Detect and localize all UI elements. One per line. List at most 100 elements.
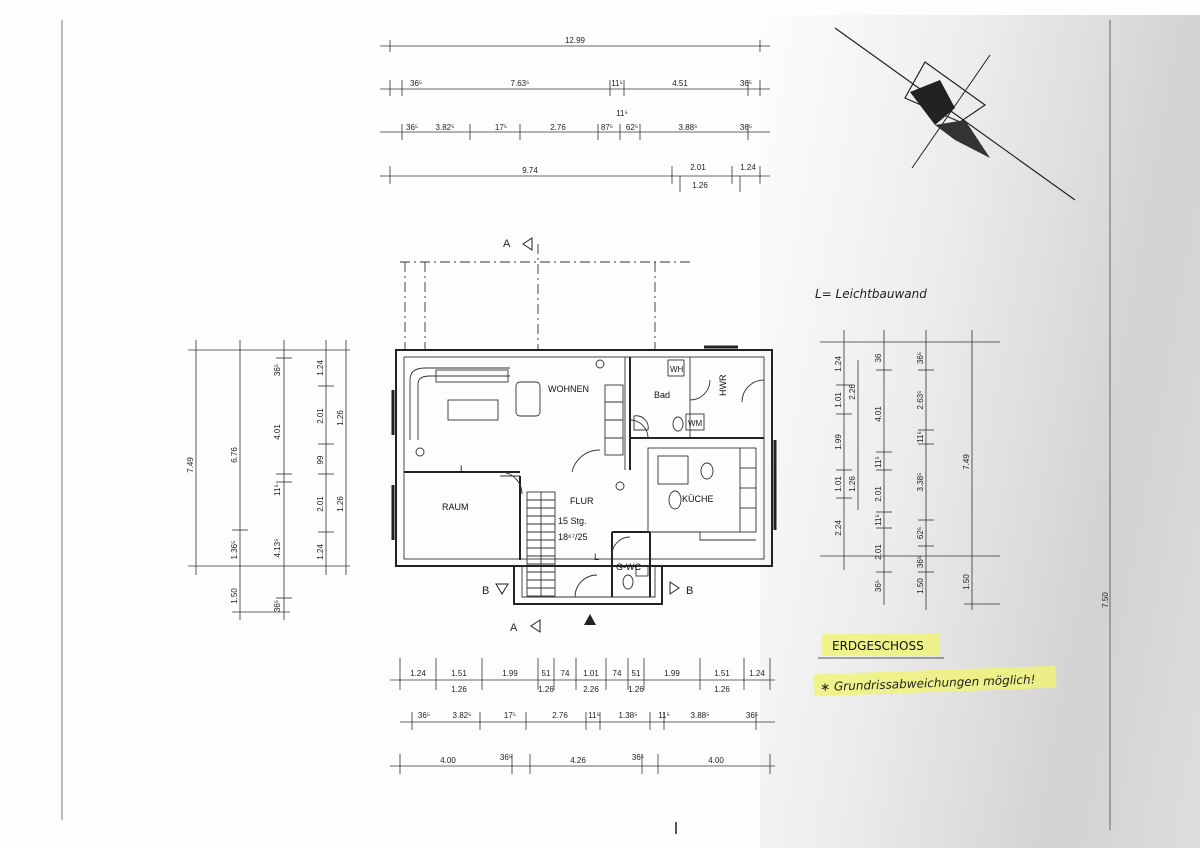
plant-icon	[415, 447, 425, 457]
right-dim: 11⁵	[874, 514, 883, 526]
bottom-dim: 11⁵	[658, 711, 670, 720]
wc-toilet	[622, 574, 634, 590]
scan-shading	[760, 15, 1200, 848]
door-swing	[689, 379, 711, 401]
section-b-right: B	[686, 585, 693, 597]
north-arrow-icon	[834, 27, 1076, 201]
door-swing	[499, 471, 523, 495]
left-dim: 1.24	[316, 544, 325, 560]
plant-icon	[615, 481, 625, 491]
room-label-flur: FLUR	[570, 496, 594, 506]
bottom-dim: 1.24	[410, 669, 426, 678]
right-dim: 1.50	[916, 578, 925, 594]
door-swing	[611, 536, 631, 556]
right-dim: 1.99	[834, 434, 843, 450]
bottom-dim: 1.99	[502, 669, 518, 678]
sofa-cushions	[435, 369, 509, 383]
door-swing	[571, 449, 601, 473]
bottom-dim: 3.82⁵	[453, 711, 472, 720]
top-dim: 11⁵	[616, 109, 628, 118]
bottom-dim: 51	[632, 669, 641, 678]
right-dim: 11⁵	[874, 456, 883, 468]
left-dim: 6.76	[230, 447, 239, 463]
right-dim: 36⁵	[916, 352, 925, 364]
top-dimension-chain: 12.99 36⁵ 7.63⁵ 11⁵ 4.51 36⁵ 11⁵ 36⁵ 3.8…	[380, 36, 770, 192]
right-dim: 36⁵	[916, 556, 925, 568]
right-dim: 2.26	[848, 384, 857, 400]
bottom-dim: 11⁵	[588, 711, 600, 720]
right-dim: 4.01	[874, 406, 883, 422]
right-dim: 1.01	[834, 392, 843, 408]
top-dim: 7.63⁵	[511, 79, 530, 88]
top-dim: 36⁵	[410, 79, 422, 88]
left-dim: 11⁵	[273, 484, 282, 496]
top-dim: 17⁵	[495, 123, 507, 132]
wc-basin	[635, 565, 649, 577]
left-dim: 7.49	[186, 457, 195, 473]
floor-label-highlight	[822, 634, 940, 656]
bottom-dim: 1.26	[714, 685, 730, 694]
bottom-dim: 74	[561, 669, 570, 678]
plant-icon	[595, 359, 605, 369]
left-dimension-chain: 7.49 6.76 1.36⁵ 1.50 36⁵ 4.01 11⁵ 4.13⁵ …	[186, 340, 350, 620]
right-dim: 11⁵	[916, 431, 925, 443]
stairs-ratio: 18⁶⁷/25	[558, 532, 587, 542]
legend-note: L= Leichtbauwand	[815, 287, 927, 301]
bottom-dim: 4.00	[440, 756, 456, 765]
top-dim: 9.74	[522, 166, 538, 175]
room-label-hwr: HWR	[718, 374, 728, 396]
left-dim: 1.50	[230, 588, 239, 604]
coffee-table	[447, 399, 499, 421]
kitchen-counter	[647, 447, 757, 533]
bottom-dim: 74	[613, 669, 622, 678]
stairs-count: 15 Stg.	[558, 516, 587, 526]
top-dim: 1.26	[692, 181, 708, 190]
right-dim: 2.01	[874, 544, 883, 560]
bottom-dim: 4.00	[708, 756, 724, 765]
top-dim: 36⁵	[406, 123, 418, 132]
top-dim: 2.76	[550, 123, 566, 132]
right-dim: 36⁵	[874, 580, 883, 592]
label-wh: WH	[670, 365, 684, 374]
right-dim: 2.63⁵	[916, 391, 925, 410]
floor-label: ERDGESCHOSS	[832, 639, 924, 653]
top-dim: 11⁵	[611, 79, 623, 88]
left-dim: 2.01	[316, 408, 325, 424]
bottom-dim: 36⁵	[746, 711, 758, 720]
right-dimension-chain: 1.24 1.01 1.99 1.01 2.24 2.26 1.26 36 4.…	[820, 330, 1000, 610]
room-label-kueche: KÜCHE	[682, 494, 714, 504]
bottom-dim: 36⁵	[632, 753, 644, 762]
section-marks: A A B B	[482, 237, 693, 634]
top-dim: 3.88⁵	[679, 123, 698, 132]
right-dim: 1.24	[834, 356, 843, 372]
top-dim: 36⁵	[740, 123, 752, 132]
left-dim: 2.01	[316, 496, 325, 512]
entrance-triangle-icon	[584, 614, 596, 625]
bottom-dim: 4.26	[570, 756, 586, 765]
room-label-bad: Bad	[654, 390, 670, 400]
door-swing	[629, 419, 649, 439]
right-dim: 1.01	[834, 476, 843, 492]
left-dim: 4.01	[273, 424, 282, 440]
bottom-dim: 3.88⁵	[691, 711, 710, 720]
bottom-dim: 36⁵	[418, 711, 430, 720]
disclaimer-highlight	[813, 665, 1057, 697]
label-wm: WM	[688, 419, 703, 428]
right-dim: 2.24	[834, 520, 843, 536]
bottom-dim: 1.38⁵	[619, 711, 638, 720]
right-dim: 7.49	[962, 454, 971, 470]
bottom-dim: 1.26	[538, 685, 554, 694]
bottom-dim: 1.01	[583, 669, 599, 678]
bottom-dim: 36⁵	[500, 753, 512, 762]
top-dim: 3.82⁵	[436, 123, 455, 132]
bottom-dim: 1.26	[451, 685, 467, 694]
left-dim: 99	[316, 455, 325, 464]
door-swing	[574, 574, 598, 598]
right-dim: 62⁵	[916, 527, 925, 539]
edge-dim-fragment: 7.50	[1101, 592, 1110, 608]
terrace-outline	[400, 261, 690, 350]
bottom-dim: 1.24	[749, 669, 765, 678]
building-plan: WOHNEN RAUM FLUR 15 Stg. 18⁶⁷/25 Bad HWR…	[391, 345, 777, 605]
